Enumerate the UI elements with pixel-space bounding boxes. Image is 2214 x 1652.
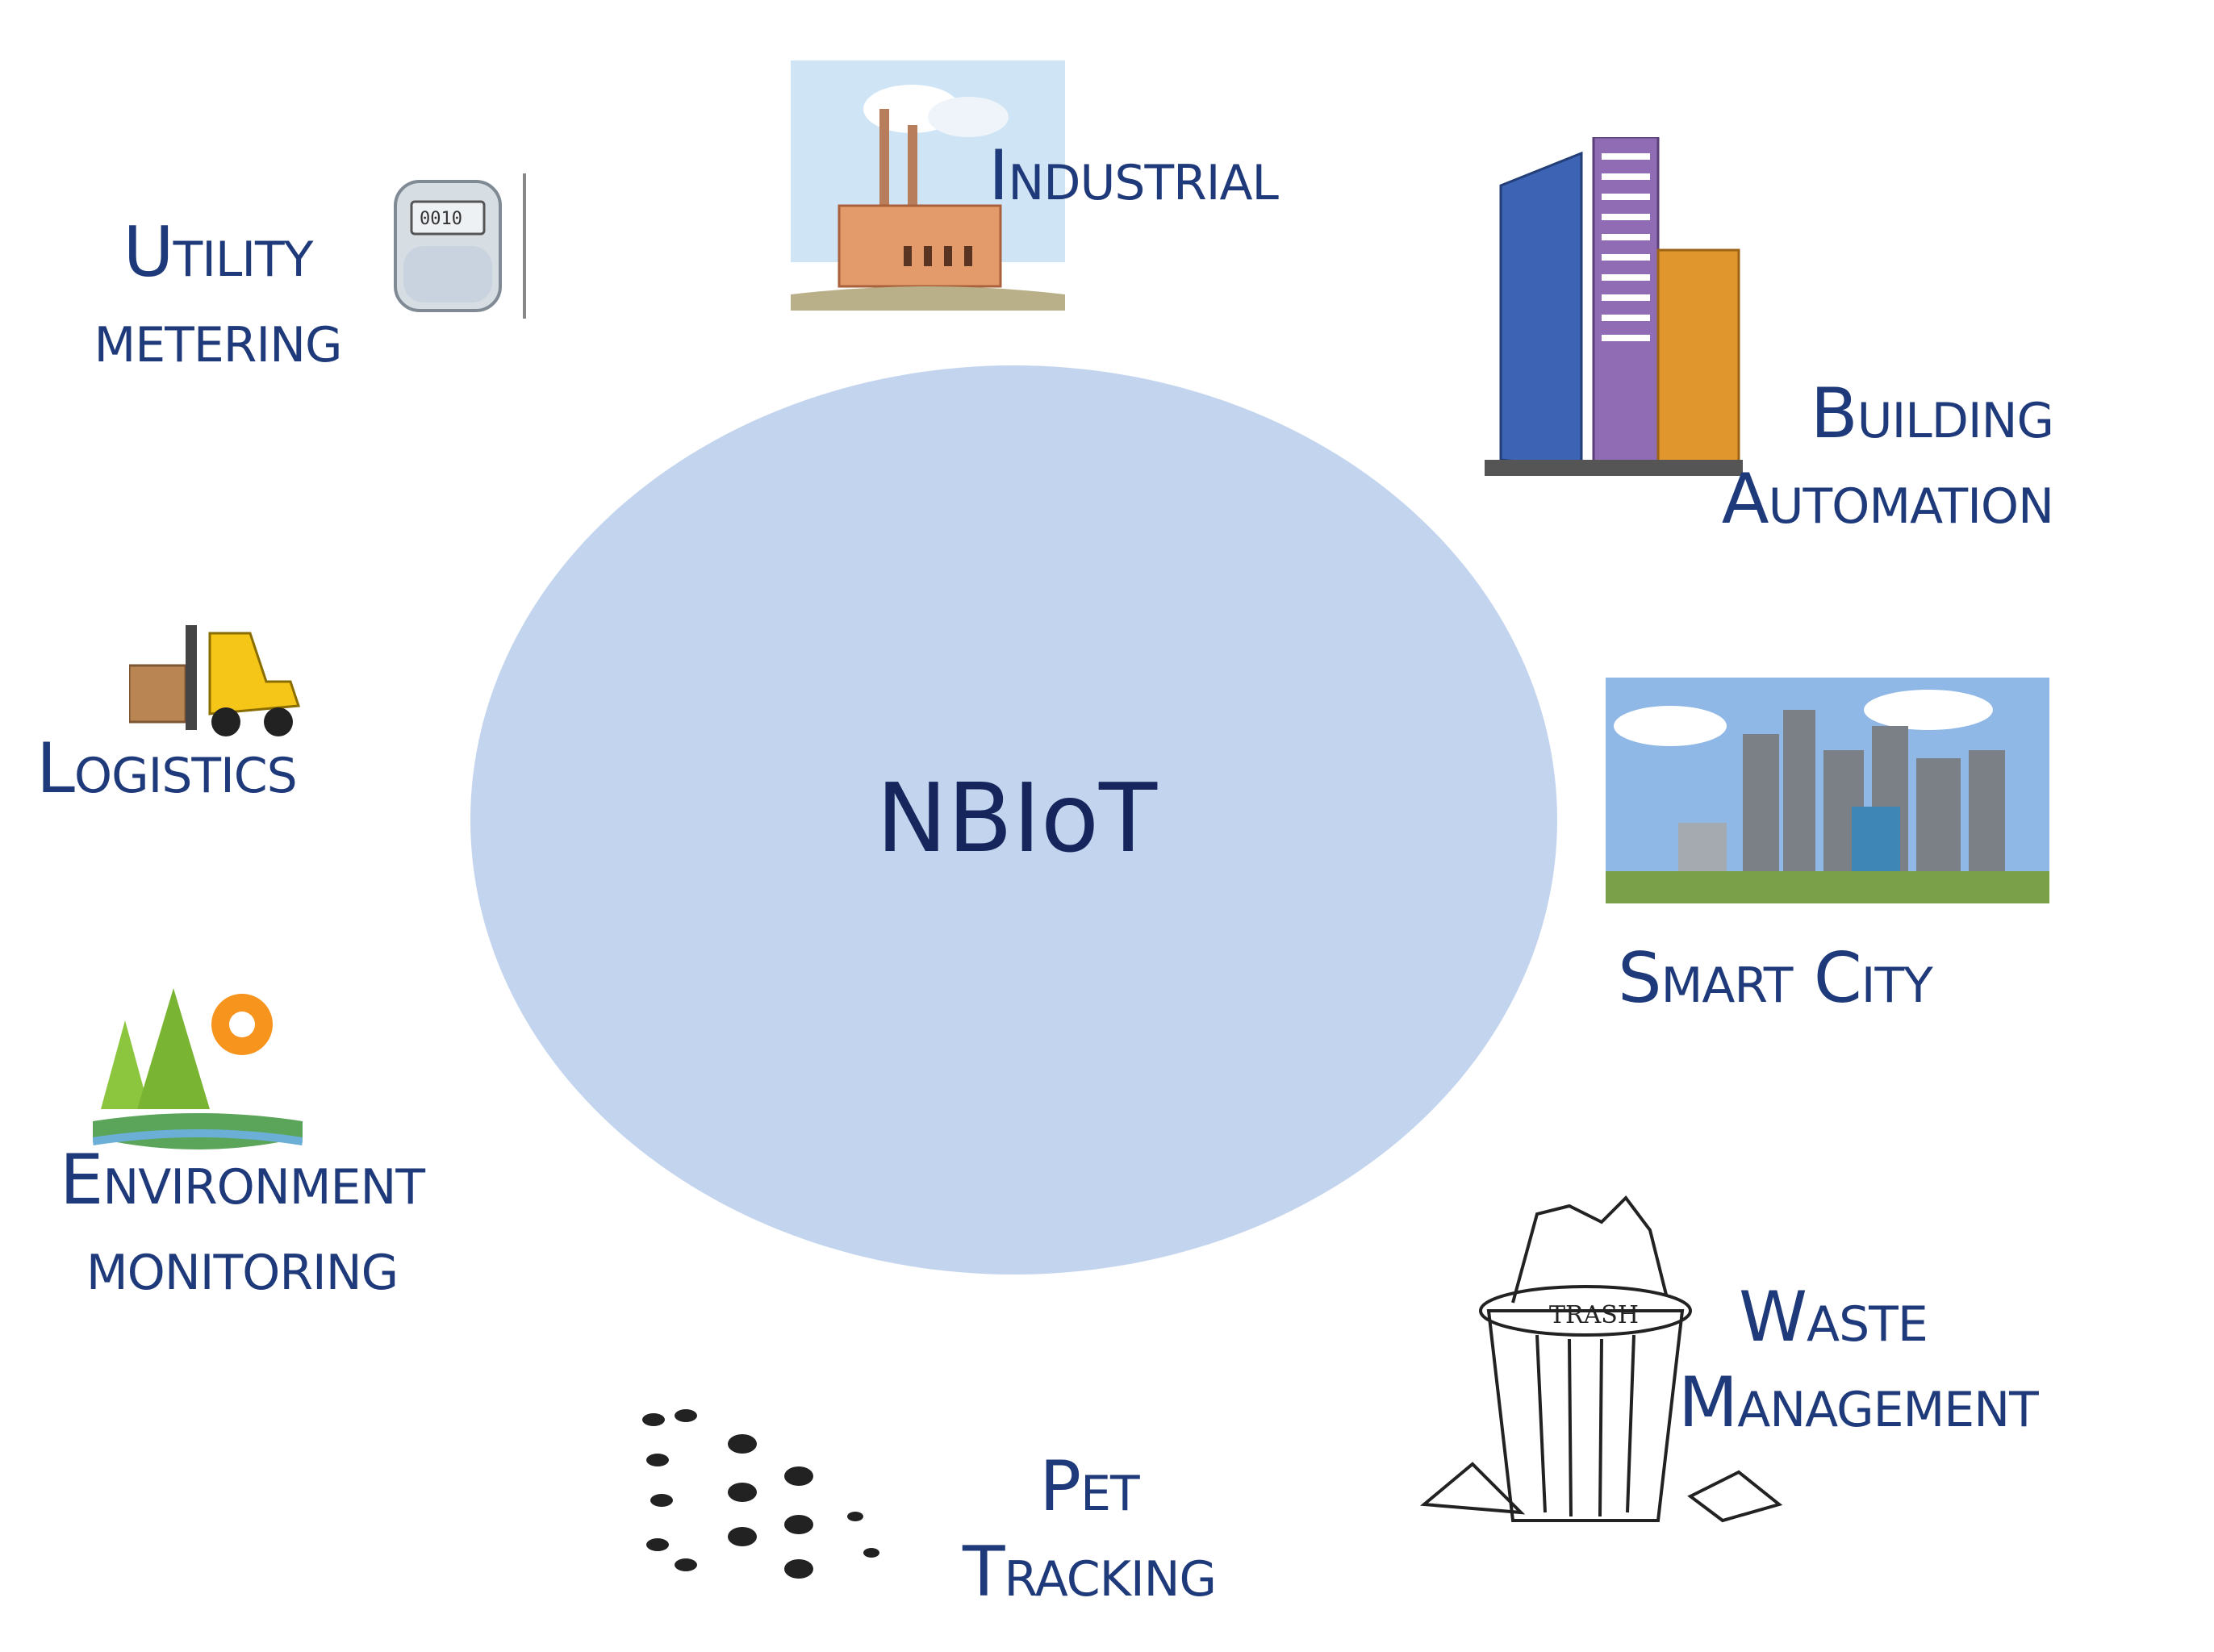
factory-icon bbox=[791, 60, 1065, 311]
industrial-label-line1: Industrial bbox=[988, 136, 1279, 216]
metering-label-line2: metering bbox=[94, 298, 343, 378]
city-skyline-icon bbox=[1606, 678, 2049, 903]
logistics-label-line1: Logistics bbox=[36, 728, 298, 809]
paw-prints-icon bbox=[637, 1404, 888, 1581]
tracking-label-line2: Tracking bbox=[962, 1532, 1217, 1612]
nbiot-center-ellipse bbox=[470, 365, 1557, 1274]
logistics-label: Logistics bbox=[36, 728, 298, 809]
utility-metering-label: Utility metering bbox=[48, 218, 387, 373]
building-label-line1: Building bbox=[1810, 373, 2054, 454]
building-automation-label: Building Automation bbox=[1618, 373, 2054, 540]
svg-text:0010: 0010 bbox=[420, 209, 462, 229]
environment-monitoring-label: Environment monitoring bbox=[16, 1145, 468, 1300]
industrial-label: Industrial bbox=[988, 136, 1279, 216]
waste-label-line1: Waste bbox=[1739, 1277, 1928, 1358]
smart-city-label: Smart City bbox=[1618, 938, 1933, 1019]
smart-city-label-line1: Smart City bbox=[1618, 938, 1933, 1019]
center-label: NBIoT bbox=[875, 762, 1158, 874]
utility-label-line1: Utility bbox=[123, 212, 314, 293]
environment-label-line1: Environment bbox=[60, 1140, 425, 1220]
waste-management-label: Waste Management bbox=[1678, 1277, 2039, 1443]
trash-can-icon: TRASH bbox=[1400, 1182, 1787, 1537]
monitoring-label-line2: monitoring bbox=[86, 1225, 399, 1306]
buildings-icon bbox=[1485, 137, 1743, 476]
pet-label-line1: Pet bbox=[1039, 1446, 1139, 1527]
trees-gear-icon bbox=[93, 988, 303, 1162]
automation-label-line2: Automation bbox=[1721, 459, 2054, 540]
forklift-icon bbox=[129, 617, 303, 738]
pet-tracking-label: Pet Tracking bbox=[904, 1452, 1275, 1607]
svg-text:TRASH: TRASH bbox=[1549, 1301, 1639, 1329]
management-label-line2: Management bbox=[1678, 1362, 2039, 1443]
gas-meter-icon: 0010 bbox=[387, 165, 549, 327]
